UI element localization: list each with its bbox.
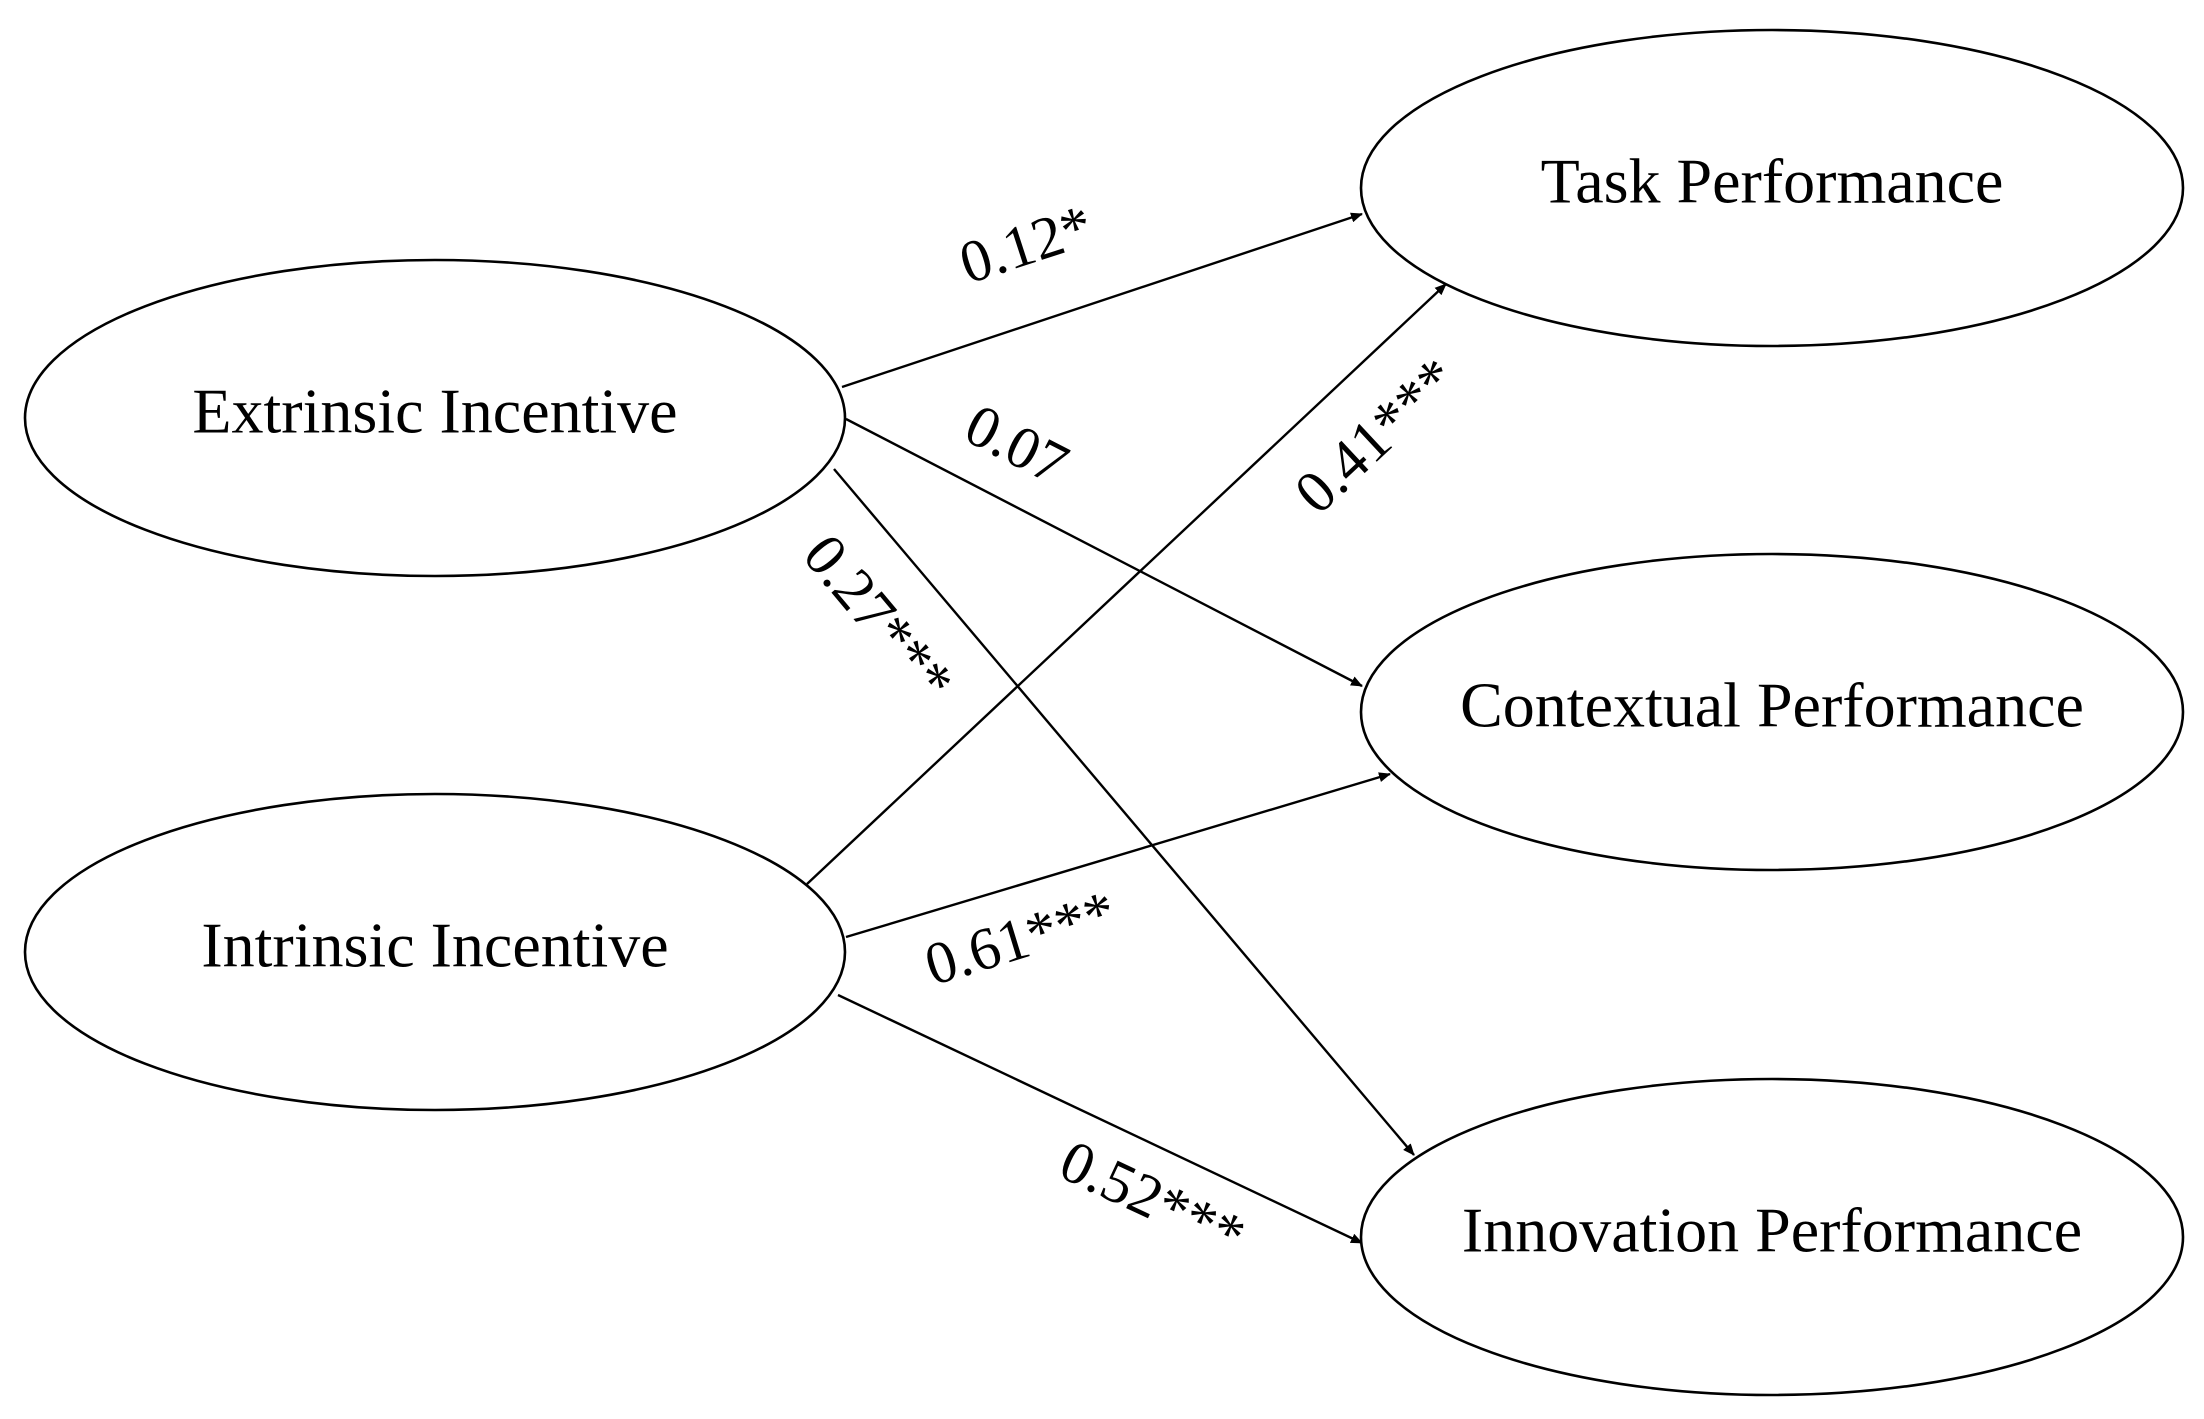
node-label: Contextual Performance (1460, 670, 2084, 741)
node-ellipse (1359, 1077, 2185, 1397)
node-extrinsic-incentive: Extrinsic Incentive (23, 258, 847, 578)
edge-extrinsic-task (841, 212, 1363, 389)
node-contextual-performance: Contextual Performance (1359, 552, 2185, 872)
label-intrinsic-task: 0.41*** (1282, 345, 1470, 526)
edges (806, 212, 1447, 1245)
edge-intrinsic-innovation (837, 993, 1363, 1245)
edge-intrinsic-contextual (845, 772, 1391, 939)
node-ellipse (1359, 28, 2185, 348)
label-intrinsic-contextual: 0.61*** (917, 878, 1123, 998)
node-label: Task Performance (1541, 146, 2004, 217)
label-extrinsic-innovation: 0.27*** (791, 522, 967, 714)
edge-extrinsic-innovation (833, 468, 1415, 1156)
node-label: Innovation Performance (1462, 1195, 2082, 1266)
label-extrinsic-contextual: 0.07 (955, 391, 1079, 497)
label-extrinsic-task: 0.12* (952, 192, 1101, 296)
node-label: Intrinsic Incentive (201, 910, 668, 981)
node-task-performance: Task Performance (1359, 28, 2185, 348)
label-intrinsic-innovation: 0.52*** (1050, 1127, 1255, 1269)
node-ellipse (23, 792, 847, 1112)
edge-intrinsic-task (806, 283, 1447, 885)
node-ellipse (1359, 552, 2185, 872)
node-ellipse (23, 258, 847, 578)
node-intrinsic-incentive: Intrinsic Incentive (23, 792, 847, 1112)
node-label: Extrinsic Incentive (192, 376, 677, 447)
node-innovation-performance: Innovation Performance (1359, 1077, 2185, 1397)
edge-extrinsic-contextual (845, 417, 1363, 688)
